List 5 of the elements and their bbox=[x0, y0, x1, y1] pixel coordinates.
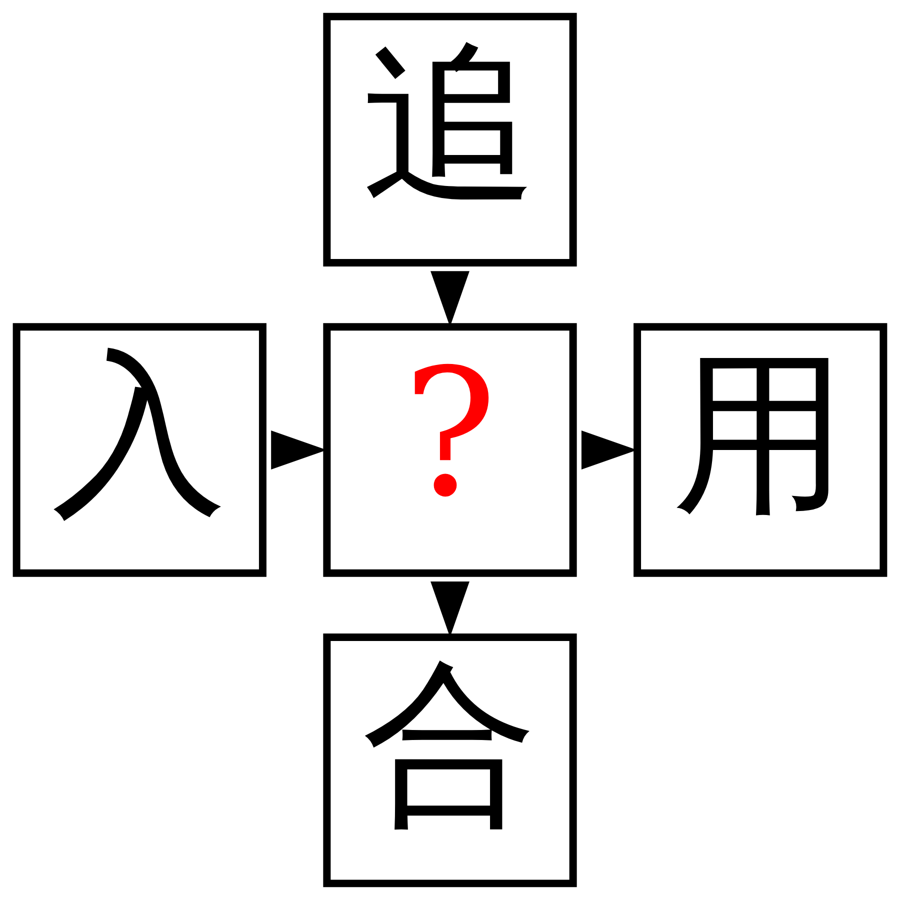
node-box: 合 bbox=[323, 634, 577, 888]
node-box: 追 bbox=[323, 12, 577, 266]
node-box: 用 bbox=[634, 323, 888, 577]
node-box: 入 bbox=[12, 323, 266, 577]
node-box: ? bbox=[323, 323, 577, 577]
